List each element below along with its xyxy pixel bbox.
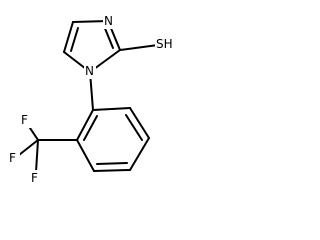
bond-benzene-6: [76, 109, 94, 141]
atom-n3-bg: [103, 13, 114, 29]
bond-benzene-3: [129, 137, 150, 171]
bond-cf3-f-bottom: [35, 139, 39, 173]
bond-benzene-4: [93, 169, 131, 172]
atom-f-bottom-bg: [30, 170, 42, 186]
bond-benzene-5: [76, 139, 95, 172]
bond-benzene-2: [129, 107, 150, 139]
atom-f-left-bg: [8, 150, 20, 166]
bond-c2-s: [119, 44, 159, 51]
bond-benzene-1: [92, 107, 131, 111]
atom-f-bottom-label: F: [31, 171, 38, 185]
bond-cf3-f-left: [18, 139, 39, 156]
bond-benzene-6-double: [83, 115, 98, 141]
bond-c4-c5-double: [70, 27, 79, 52]
atom-f-top-label: F: [21, 113, 28, 127]
atom-sh-bg: [155, 36, 178, 52]
bond-benzene-2-double: [125, 114, 143, 141]
bond-n3-c4: [72, 20, 109, 23]
bond-benzene-4-double: [96, 162, 128, 165]
atom-n3-label: N: [104, 14, 113, 28]
atom-n1-label: N: [85, 64, 94, 78]
atom-f-top-bg: [20, 112, 32, 128]
bond-c4-c5: [63, 21, 74, 53]
molecule-diagram: N N SH F F F: [8, 13, 178, 186]
atom-n1-bg: [84, 63, 96, 79]
atom-f-left-label: F: [9, 151, 16, 165]
bond-c2-n3-double: [103, 25, 114, 49]
atom-sh-label: SH: [156, 37, 173, 51]
